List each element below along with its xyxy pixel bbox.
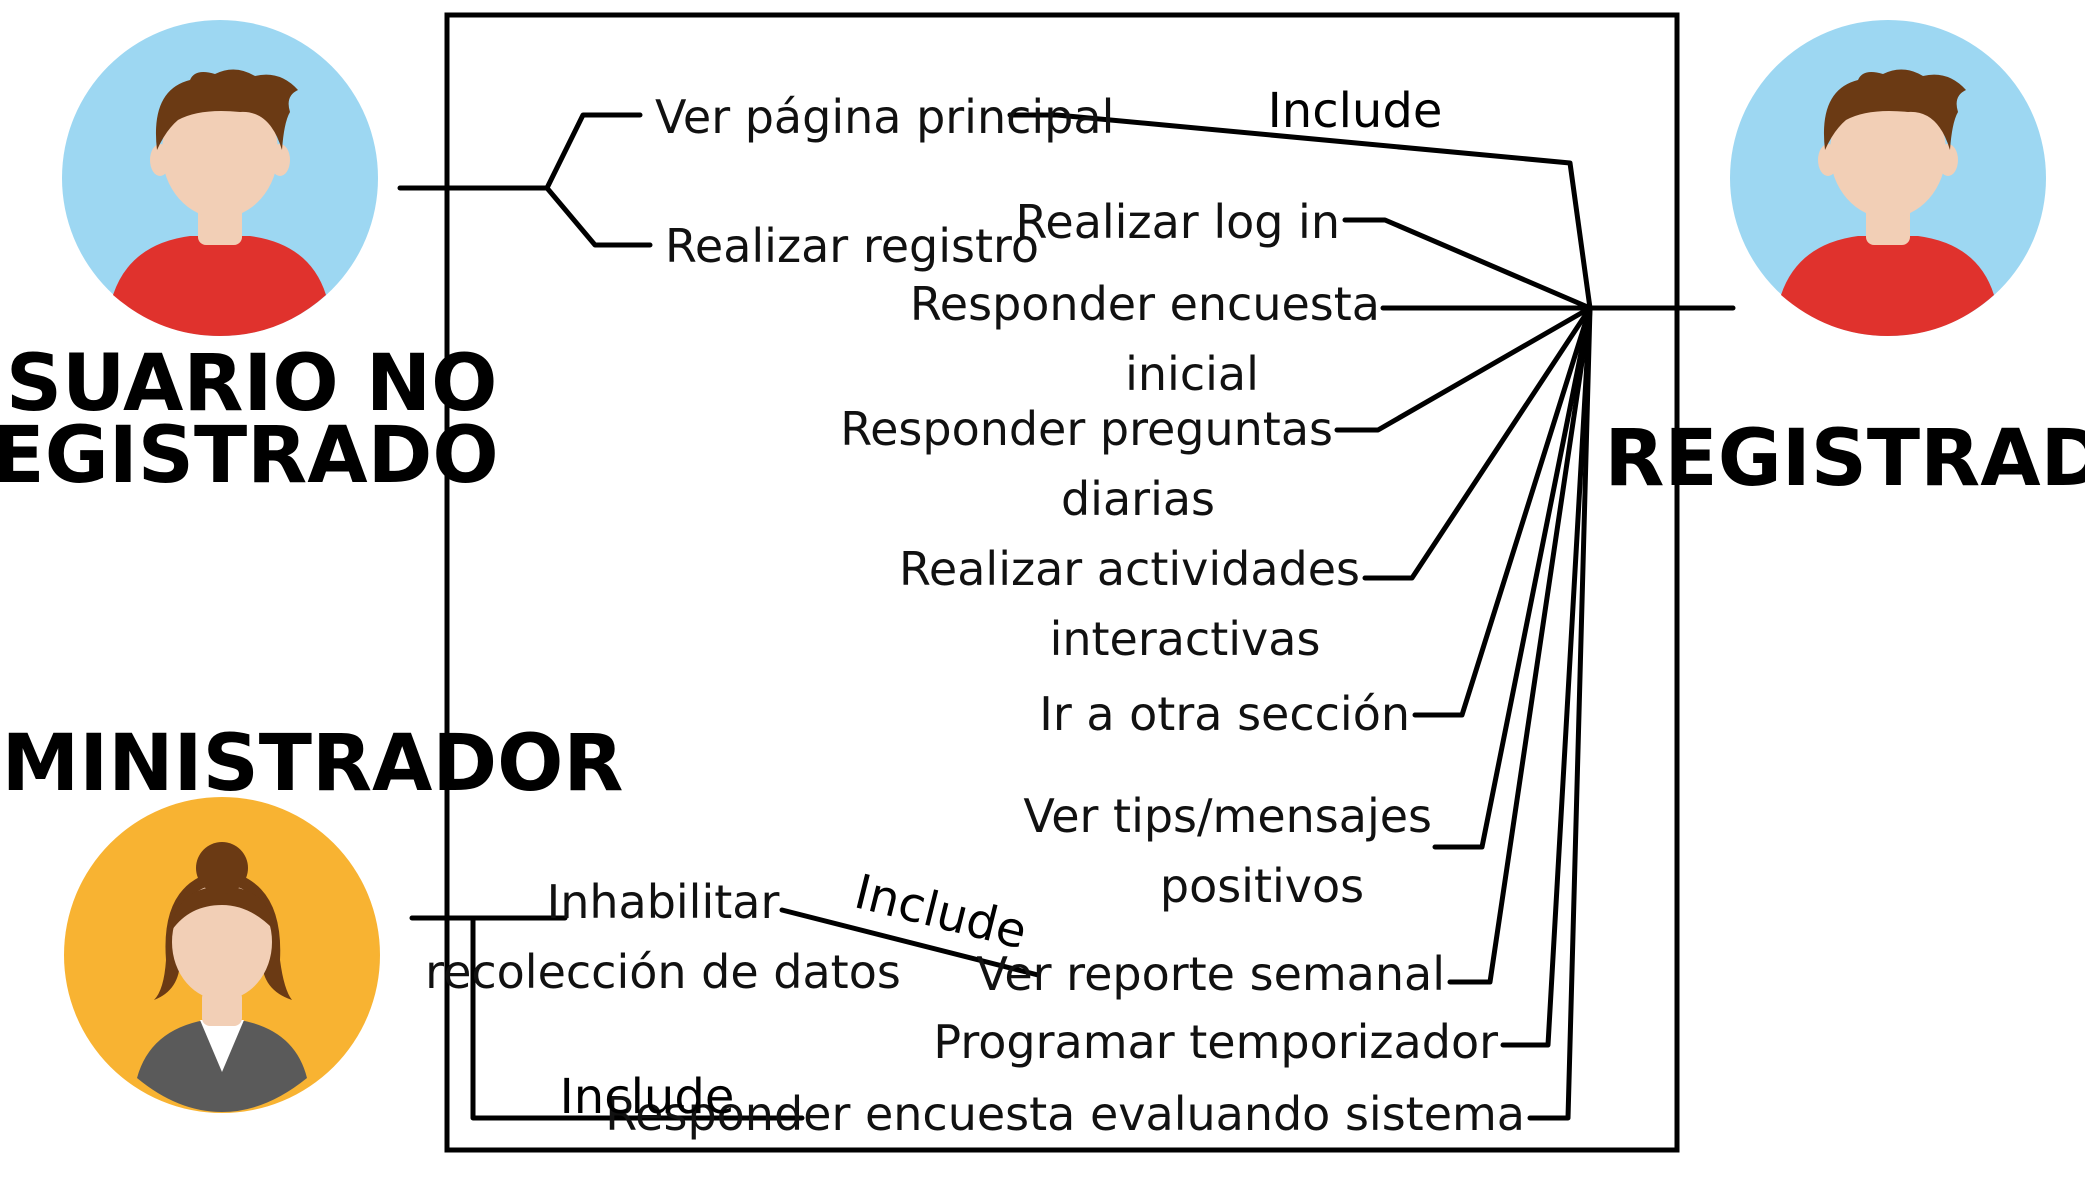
association-line — [1334, 305, 1593, 433]
association-line — [1500, 305, 1593, 1048]
association-line — [1412, 305, 1593, 718]
person-icon — [137, 842, 307, 1112]
use-case-responder-preguntas-line-2: diarias — [1061, 472, 1215, 526]
person-icon — [113, 69, 326, 336]
actor-title-line-1: USUARIO NO — [0, 339, 497, 429]
use-case-inhabilitar-line-2: recolección de datos — [425, 945, 901, 999]
use-case-responder-preguntas-line-1: Responder preguntas — [840, 402, 1333, 456]
use-cases: Ver página principal Realizar registro R… — [425, 90, 1525, 1141]
include-line-top — [1007, 112, 1593, 311]
use-case-realizar-actividades-line-2: interactivas — [1050, 612, 1321, 666]
actor-title: REGISTRADO — [1604, 414, 2085, 504]
use-case-responder-encuesta-evaluando: Responder encuesta evaluando sistema — [605, 1087, 1525, 1141]
actor-unregistered: USUARIO NO REGISTRADO — [0, 20, 499, 501]
use-case-realizar-actividades-line-1: Realizar actividades — [899, 542, 1360, 596]
association-line — [1342, 217, 1593, 311]
use-case-ver-tips-line-2: positivos — [1160, 859, 1364, 913]
use-case-programar-temporizador: Programar temporizador — [933, 1015, 1498, 1069]
person-icon — [1781, 69, 1994, 336]
include-label-bottom: Include — [560, 1069, 735, 1125]
use-case-ir-otra-seccion: Ir a otra sección — [1039, 687, 1410, 741]
association-line — [1527, 305, 1593, 1121]
association-line — [1447, 305, 1593, 985]
association-line — [1362, 305, 1593, 581]
use-case-ver-tips-line-1: Ver tips/mensajes — [1023, 789, 1432, 843]
association-lines — [397, 112, 1736, 1121]
use-case-realizar-registro: Realizar registro — [665, 219, 1039, 273]
include-line-bottom — [470, 915, 805, 1121]
system-boundary — [444, 12, 1680, 1153]
include-label-top: Include — [1268, 83, 1443, 139]
actor-registered: REGISTRADO — [1604, 20, 2085, 504]
association-line — [1432, 305, 1593, 850]
use-case-responder-encuesta-inicial-line-2: inicial — [1125, 347, 1259, 401]
use-case-inhabilitar-line-1: Inhabilitar — [547, 875, 780, 929]
use-case-ver-pagina-principal: Ver página principal — [655, 90, 1114, 144]
association-line — [544, 112, 643, 191]
use-case-ver-reporte: Ver reporte semanal — [976, 947, 1445, 1001]
use-case-realizar-login: Realizar log in — [1016, 195, 1341, 249]
include-line-middle — [779, 907, 1041, 978]
association-line — [544, 185, 653, 248]
use-case-responder-encuesta-inicial-line-1: Responder encuesta — [910, 277, 1380, 331]
actor-title-line-2: REGISTRADO — [0, 411, 499, 501]
